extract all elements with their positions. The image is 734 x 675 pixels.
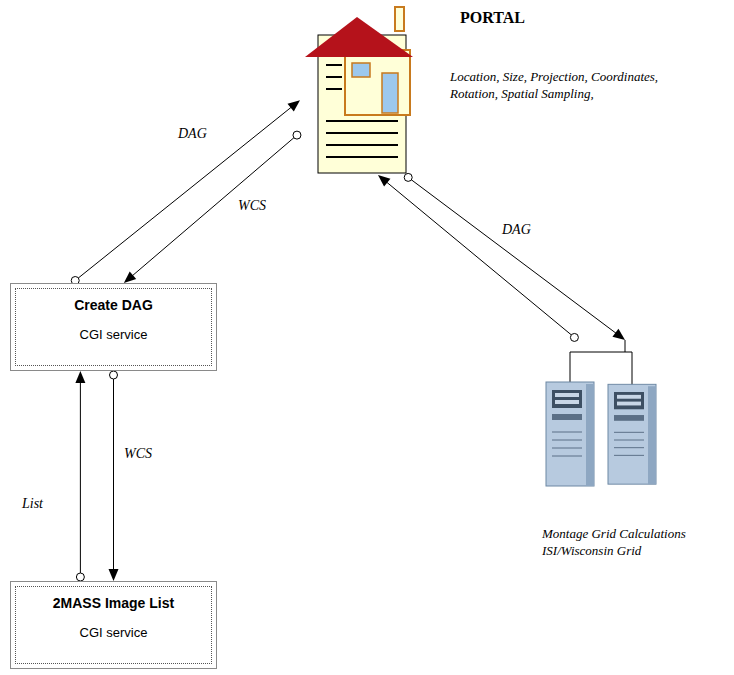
service-type: CGI service (22, 625, 205, 640)
connector-tail (110, 371, 118, 379)
connector (80, 381, 81, 573)
edge-label: WCS (122, 446, 154, 462)
connector-tail (76, 573, 84, 581)
grid-node: Montage Grid Calculations ISI/Wisconsin … (540, 340, 690, 490)
connector-tail (570, 333, 578, 341)
service-box: Create DAG CGI service (10, 283, 217, 371)
portal-node: PORTALLocation, Size, Projection, Coordi… (300, 5, 420, 175)
service-box-inner: Create DAG CGI service (15, 288, 212, 366)
connector-tail (293, 131, 301, 139)
connector (131, 138, 293, 277)
arrow-head (124, 271, 136, 283)
service-box-inner: 2MASS Image ListCGI service (15, 586, 212, 664)
grid-servers-icon (540, 340, 690, 490)
arrow-head (612, 329, 625, 340)
connector (411, 180, 617, 334)
connector-tail (404, 173, 412, 181)
portal-title: PORTAL (460, 9, 525, 27)
service-type: CGI service (22, 327, 205, 342)
connector (78, 106, 292, 278)
portal-parameters: Location, Size, Projection, Coordinates,… (450, 69, 695, 103)
portal-house-icon (300, 5, 420, 175)
arrow-head (288, 100, 300, 111)
service-box: 2MASS Image ListCGI service (10, 581, 217, 669)
connector (113, 379, 114, 571)
arrow-head (378, 175, 390, 187)
arrow-head (75, 371, 85, 383)
service-title: Create DAG (22, 297, 205, 313)
edge-label: DAG (500, 222, 533, 238)
connector (386, 181, 572, 335)
arrow-head (109, 569, 119, 581)
edge-label: DAG (176, 126, 209, 142)
edge-label: List (20, 496, 45, 512)
grid-caption: Montage Grid Calculations ISI/Wisconsin … (542, 526, 714, 560)
service-title: 2MASS Image List (22, 595, 205, 611)
edge-label: WCS (236, 198, 268, 214)
